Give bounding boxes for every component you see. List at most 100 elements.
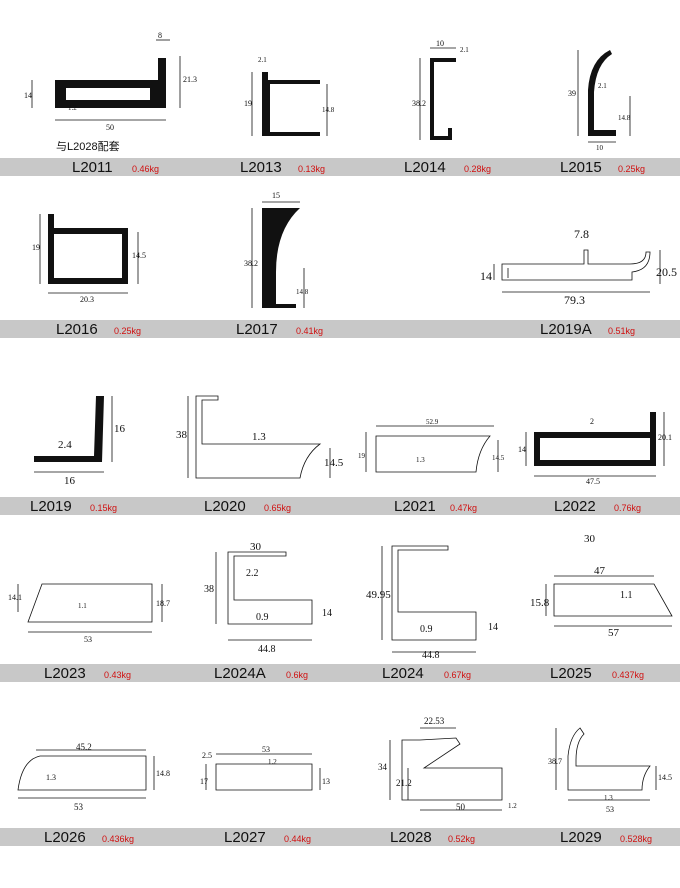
dim-label: 14 bbox=[322, 608, 332, 619]
profile-weight: 0.41kg bbox=[296, 326, 324, 336]
dim-label: 19 bbox=[32, 243, 40, 252]
dim-label: 14.8 bbox=[156, 769, 170, 778]
dim-label: 10 bbox=[596, 144, 604, 152]
dim-label: 14.8 bbox=[322, 106, 335, 114]
dim-label: 45.2 bbox=[76, 742, 92, 752]
dim-label: 14.8 bbox=[296, 288, 309, 296]
profile-code: L2024A bbox=[214, 665, 266, 682]
profile-code: L2025 bbox=[550, 665, 592, 682]
dim-label: 21.2 bbox=[396, 778, 412, 788]
dim-label: 1.3 bbox=[416, 456, 425, 464]
dim-label: 1.2 bbox=[508, 802, 517, 810]
profile-code: L2027 bbox=[224, 829, 266, 846]
profile-weight: 0.51kg bbox=[608, 326, 636, 336]
dim-label: 53 bbox=[606, 805, 614, 814]
dim-label: 34 bbox=[378, 762, 388, 772]
dim-label: 0.9 bbox=[420, 624, 433, 635]
profile-l2013-shape bbox=[262, 72, 320, 136]
dim-label: 1.3 bbox=[604, 794, 613, 802]
row-2-label-bar bbox=[0, 320, 680, 338]
dim-label: 14 bbox=[488, 622, 498, 633]
dim-label: 2.1 bbox=[258, 56, 267, 64]
dim-label: 14.8 bbox=[618, 114, 631, 122]
profile-code: L2013 bbox=[240, 159, 282, 176]
profile-weight: 0.28kg bbox=[464, 164, 492, 174]
dim-label: 14 bbox=[480, 269, 492, 283]
profile-weight: 0.67kg bbox=[444, 670, 472, 680]
profile-weight: 0.47kg bbox=[450, 503, 478, 513]
dim-label: 16 bbox=[114, 423, 126, 435]
profile-l2019a-shape bbox=[501, 249, 651, 281]
profile-code: L2029 bbox=[560, 829, 602, 846]
profile-l2015-shape bbox=[588, 50, 616, 136]
profile-l2025-shape bbox=[553, 583, 673, 617]
dim-label: 15 bbox=[272, 191, 280, 200]
dim-label: 2.4 bbox=[58, 439, 72, 451]
dim-label: 49.95 bbox=[366, 589, 391, 601]
dim-label: 1.2 bbox=[268, 758, 277, 766]
profile-l2017-shape bbox=[262, 208, 300, 308]
profile-l2011-shape bbox=[66, 88, 150, 100]
dim-label: 38 bbox=[176, 429, 188, 441]
dim-label: 1.3 bbox=[252, 431, 266, 443]
profile-l2021-shape bbox=[375, 435, 491, 473]
dim-label: 19 bbox=[244, 99, 252, 108]
profile-l2022-shape bbox=[540, 438, 650, 460]
dim-label: 14.1 bbox=[8, 593, 22, 602]
dim-label: 1.1 bbox=[620, 590, 633, 601]
dim-label: 38.2 bbox=[244, 259, 258, 268]
dim-label: 53 bbox=[84, 635, 92, 644]
profile-weight: 0.76kg bbox=[614, 503, 642, 513]
profile-l2016-shape bbox=[54, 234, 122, 278]
dim-label: 38.2 bbox=[412, 99, 426, 108]
dim-label: 50 bbox=[456, 802, 466, 812]
dim-label: 1.3 bbox=[46, 773, 56, 782]
dim-label: 21.3 bbox=[183, 75, 197, 84]
dim-label: 39 bbox=[568, 89, 576, 98]
profile-note: 与L2028配套 bbox=[56, 141, 120, 153]
dim-label: 2.1 bbox=[460, 46, 469, 54]
dim-label: 7.8 bbox=[574, 227, 589, 241]
dim-label: 20.3 bbox=[80, 295, 94, 304]
profile-weight: 0.6kg bbox=[286, 670, 309, 680]
profile-weight: 0.25kg bbox=[618, 164, 646, 174]
dim-label: 0.9 bbox=[256, 612, 269, 623]
profile-l2023-shape bbox=[27, 583, 153, 623]
dim-label: 79.3 bbox=[564, 293, 585, 307]
dim-label: 38.7 bbox=[548, 757, 562, 766]
profile-weight: 0.52kg bbox=[448, 834, 476, 844]
dim-label: 44.8 bbox=[258, 644, 276, 655]
profile-weight: 0.15kg bbox=[90, 503, 118, 513]
dim-label: 53 bbox=[74, 802, 84, 812]
dim-label: 14.5 bbox=[132, 251, 146, 260]
dim-label: 10 bbox=[436, 39, 444, 48]
profile-code: L2024 bbox=[382, 665, 424, 682]
profile-code: L2026 bbox=[44, 829, 86, 846]
profile-l2020-shape bbox=[195, 395, 322, 479]
dim-label: 13 bbox=[322, 777, 330, 786]
profile-code: L2016 bbox=[56, 321, 98, 338]
profile-l2026-shape bbox=[17, 755, 147, 791]
dim-label: 8 bbox=[158, 31, 162, 40]
dim-label: 22.53 bbox=[424, 716, 445, 726]
row-1-label-bar bbox=[0, 158, 680, 176]
dim-label: 47 bbox=[594, 565, 606, 577]
profile-weight: 0.43kg bbox=[104, 670, 132, 680]
dim-label: 14.5 bbox=[324, 457, 344, 469]
dim-label: 30 bbox=[250, 541, 262, 553]
dim-label: 2 bbox=[590, 417, 594, 426]
dim-label: 20.5 bbox=[656, 265, 677, 279]
profile-code: L2019A bbox=[540, 321, 592, 338]
dim-label: 52.9 bbox=[426, 418, 439, 426]
profile-weight: 0.13kg bbox=[298, 164, 326, 174]
dim-label: 20.1 bbox=[658, 433, 672, 442]
dim-label: 47.5 bbox=[586, 477, 600, 486]
dim-label: 14 bbox=[24, 91, 32, 100]
profile-code: L2022 bbox=[554, 498, 596, 515]
profile-weight: 0.46kg bbox=[132, 164, 160, 174]
profile-code: L2017 bbox=[236, 321, 278, 338]
profile-l2027-shape bbox=[215, 763, 313, 791]
dim-label: 14.5 bbox=[492, 454, 505, 462]
dim-label: 2.1 bbox=[598, 82, 607, 90]
